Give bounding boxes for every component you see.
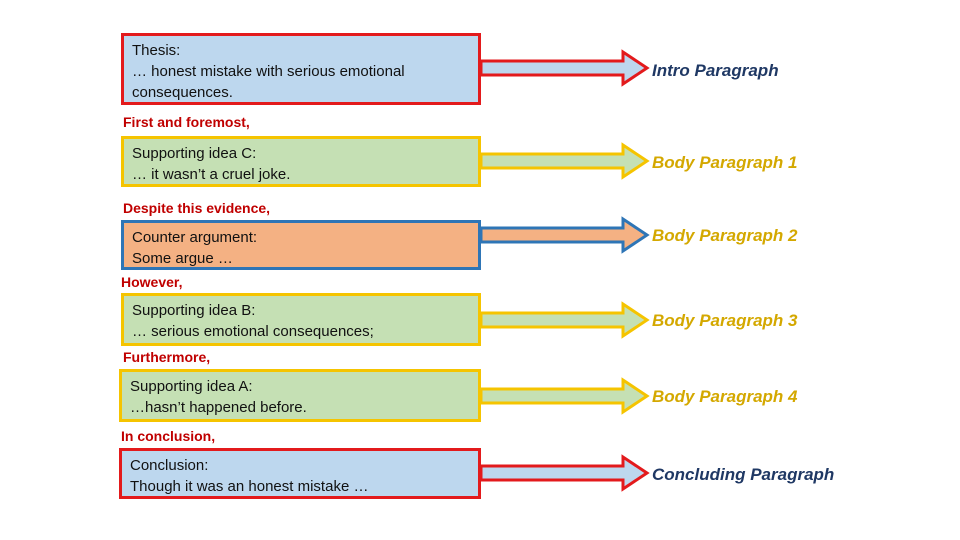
supporting-idea-a-box: Supporting idea A: …hasn’t happened befo…	[119, 369, 481, 422]
body-paragraph-4-arrow	[479, 377, 650, 415]
concluding-paragraph-arrow	[479, 454, 650, 492]
transition-despite-this-evidence: Despite this evidence,	[123, 200, 271, 216]
body-paragraph-1-arrow	[479, 142, 650, 180]
intro-arrow	[479, 49, 650, 87]
transition-in-conclusion: In conclusion,	[121, 428, 216, 444]
transition-furthermore: Furthermore,	[123, 349, 211, 365]
body-paragraph-3-label: Body Paragraph 3	[652, 311, 798, 330]
supporting-idea-a-line-1: Supporting idea A:	[130, 378, 253, 395]
supporting-idea-c-box: Supporting idea C: … it wasn’t a cruel j…	[121, 136, 481, 187]
body-paragraph-2-label: Body Paragraph 2	[652, 226, 798, 245]
conclusion-box: Conclusion: Though it was an honest mist…	[119, 448, 481, 499]
supporting-idea-c-line-2: … it wasn’t a cruel joke.	[132, 166, 291, 183]
thesis-line-3: consequences.	[132, 84, 233, 101]
thesis-line-2: … honest mistake with serious emotional	[132, 63, 405, 80]
thesis-box: Thesis: … honest mistake with serious em…	[121, 33, 481, 105]
supporting-idea-a-line-2: …hasn’t happened before.	[130, 399, 307, 416]
body-paragraph-2-arrow	[479, 216, 650, 254]
counter-argument-line-1: Counter argument:	[132, 229, 258, 246]
concluding-paragraph-label: Concluding Paragraph	[652, 465, 835, 484]
transition-first-and-foremost: First and foremost,	[123, 114, 250, 130]
counter-argument-line-2: Some argue …	[132, 250, 233, 267]
supporting-idea-c-line-1: Supporting idea C:	[132, 145, 257, 162]
counter-argument-box: Counter argument: Some argue …	[121, 220, 481, 270]
conclusion-line-1: Conclusion:	[130, 457, 209, 474]
supporting-idea-b-line-2: … serious emotional consequences;	[132, 323, 374, 340]
transition-however: However,	[121, 274, 183, 290]
body-paragraph-4-label: Body Paragraph 4	[652, 387, 798, 406]
conclusion-line-2: Though it was an honest mistake …	[130, 478, 369, 495]
thesis-line-1: Thesis:	[132, 42, 181, 59]
supporting-idea-b-line-1: Supporting idea B:	[132, 302, 256, 319]
intro-paragraph-label: Intro Paragraph	[652, 61, 779, 80]
body-paragraph-3-arrow	[479, 301, 650, 339]
body-paragraph-1-label: Body Paragraph 1	[652, 153, 798, 172]
supporting-idea-b-box: Supporting idea B: … serious emotional c…	[121, 293, 481, 346]
